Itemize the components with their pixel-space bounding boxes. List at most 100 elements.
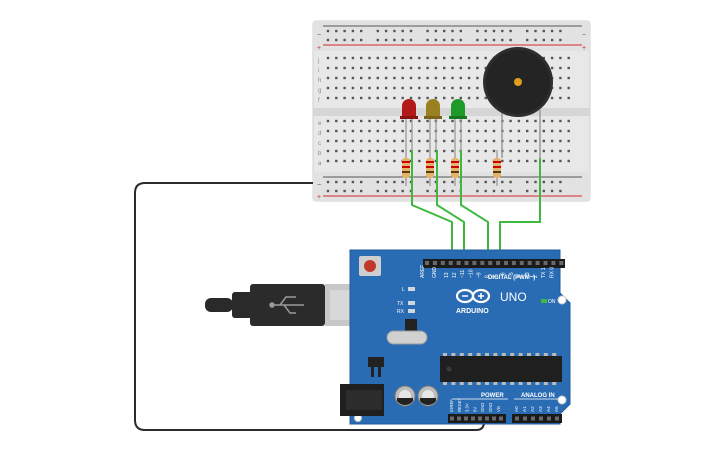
breadboard-hole[interactable]	[467, 129, 471, 133]
breadboard-hole[interactable]	[476, 76, 479, 80]
breadboard-hole[interactable]	[384, 129, 388, 133]
breadboard-hole[interactable]	[343, 149, 346, 153]
header-pin[interactable]	[559, 261, 564, 265]
breadboard-hole[interactable]	[476, 56, 479, 60]
breadboard-hole[interactable]	[443, 96, 446, 100]
header-pin[interactable]	[496, 261, 501, 265]
header-pin[interactable]	[456, 261, 461, 265]
header-pin[interactable]	[539, 416, 543, 421]
breadboard-hole[interactable]	[418, 159, 421, 163]
breadboard-hole[interactable]	[467, 56, 471, 60]
breadboard-hole[interactable]	[567, 66, 570, 70]
breadboard-hole[interactable]	[492, 129, 496, 133]
rail-hole[interactable]	[443, 29, 446, 33]
breadboard-hole[interactable]	[409, 139, 413, 143]
breadboard-hole[interactable]	[451, 96, 454, 100]
rail-hole[interactable]	[559, 189, 562, 193]
breadboard-hole[interactable]	[559, 119, 562, 123]
breadboard-hole[interactable]	[351, 86, 355, 90]
wire-buzzer[interactable]	[499, 158, 541, 262]
breadboard-hole[interactable]	[476, 66, 479, 70]
breadboard-hole[interactable]	[451, 76, 454, 80]
rail-hole[interactable]	[393, 189, 396, 193]
breadboard-hole[interactable]	[418, 76, 421, 80]
breadboard-hole[interactable]	[476, 159, 479, 163]
breadboard-hole[interactable]	[401, 139, 404, 143]
breadboard-hole[interactable]	[559, 149, 562, 153]
breadboard-hole[interactable]	[467, 76, 471, 80]
breadboard-hole[interactable]	[376, 76, 379, 80]
wire-led-yellow[interactable]	[436, 150, 465, 262]
breadboard-hole[interactable]	[368, 76, 371, 80]
breadboard-hole[interactable]	[434, 86, 438, 90]
rail-hole[interactable]	[451, 189, 454, 193]
rail-hole[interactable]	[526, 180, 529, 184]
wire-ground[interactable]	[134, 182, 485, 431]
breadboard-hole[interactable]	[360, 139, 363, 143]
resistor[interactable]	[493, 150, 501, 186]
breadboard-hole[interactable]	[384, 159, 388, 163]
rail-hole[interactable]	[401, 189, 404, 193]
breadboard-hole[interactable]	[401, 86, 404, 90]
rail-hole[interactable]	[343, 180, 346, 184]
breadboard-hole[interactable]	[401, 119, 404, 123]
breadboard-hole[interactable]	[376, 56, 379, 60]
breadboard-hole[interactable]	[509, 129, 512, 133]
breadboard-hole[interactable]	[509, 139, 512, 143]
breadboard-hole[interactable]	[484, 96, 487, 100]
breadboard-hole[interactable]	[484, 149, 487, 153]
breadboard-hole[interactable]	[559, 76, 562, 80]
breadboard-hole[interactable]	[368, 96, 371, 100]
rail-hole[interactable]	[401, 180, 404, 184]
rail-hole[interactable]	[393, 38, 396, 42]
breadboard-hole[interactable]	[426, 76, 429, 80]
breadboard-hole[interactable]	[426, 96, 429, 100]
breadboard-hole[interactable]	[517, 119, 521, 123]
rail-hole[interactable]	[409, 38, 413, 42]
rail-hole[interactable]	[492, 38, 496, 42]
rail-hole[interactable]	[550, 189, 554, 193]
breadboard-hole[interactable]	[476, 149, 479, 153]
breadboard-hole[interactable]	[467, 149, 471, 153]
breadboard-hole[interactable]	[542, 119, 545, 123]
rail-hole[interactable]	[550, 38, 554, 42]
header-pin[interactable]	[464, 261, 469, 265]
breadboard-hole[interactable]	[542, 159, 545, 163]
breadboard-hole[interactable]	[426, 56, 429, 60]
breadboard-hole[interactable]	[393, 119, 396, 123]
breadboard-hole[interactable]	[384, 86, 388, 90]
breadboard-hole[interactable]	[401, 149, 404, 153]
breadboard-hole[interactable]	[418, 119, 421, 123]
breadboard-hole[interactable]	[559, 139, 562, 143]
breadboard-hole[interactable]	[434, 56, 438, 60]
rail-hole[interactable]	[351, 38, 355, 42]
breadboard-hole[interactable]	[418, 56, 421, 60]
breadboard-hole[interactable]	[443, 56, 446, 60]
breadboard-hole[interactable]	[376, 119, 379, 123]
breadboard-hole[interactable]	[351, 96, 355, 100]
breadboard-hole[interactable]	[384, 149, 388, 153]
rail-hole[interactable]	[492, 29, 496, 33]
breadboard-hole[interactable]	[550, 119, 554, 123]
rail-hole[interactable]	[559, 29, 562, 33]
rail-hole[interactable]	[501, 189, 504, 193]
led-green[interactable]	[449, 99, 467, 150]
breadboard-hole[interactable]	[459, 96, 462, 100]
breadboard-hole[interactable]	[326, 149, 330, 153]
rail-hole[interactable]	[326, 29, 330, 33]
breadboard-hole[interactable]	[443, 66, 446, 70]
rail-hole[interactable]	[376, 38, 379, 42]
breadboard-hole[interactable]	[467, 139, 471, 143]
header-pin[interactable]	[547, 416, 551, 421]
breadboard-hole[interactable]	[368, 56, 371, 60]
breadboard-hole[interactable]	[459, 86, 462, 90]
rail-hole[interactable]	[343, 38, 346, 42]
breadboard-hole[interactable]	[343, 139, 346, 143]
rail-hole[interactable]	[343, 29, 346, 33]
wire-led-green[interactable]	[460, 150, 489, 262]
breadboard-hole[interactable]	[393, 66, 396, 70]
header-pin[interactable]	[523, 416, 527, 421]
breadboard-hole[interactable]	[376, 129, 379, 133]
rail-hole[interactable]	[550, 29, 554, 33]
breadboard-hole[interactable]	[501, 159, 504, 163]
